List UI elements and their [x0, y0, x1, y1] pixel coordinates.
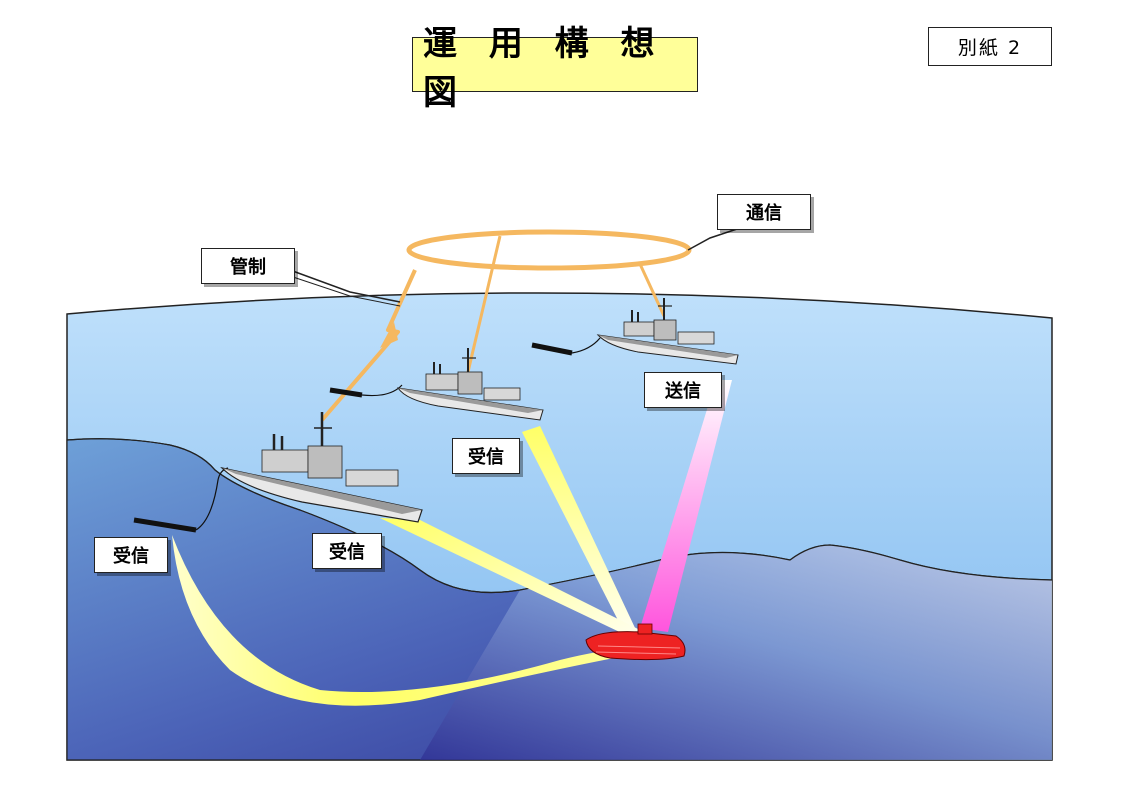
towed-array-mid — [329, 387, 363, 398]
label-control: 管制 — [201, 248, 295, 284]
comm-callout-leader — [687, 227, 741, 251]
comm-line-right — [638, 263, 666, 317]
towed-array-far — [531, 342, 573, 356]
seabed-ridge-line — [66, 438, 1053, 594]
control-link-arrow — [380, 322, 398, 348]
label-receive-near: 受信 — [312, 533, 382, 569]
tow-cable-mid — [361, 384, 403, 397]
label-receive-mid: 受信 — [452, 438, 520, 474]
receive-beam-near — [380, 518, 640, 636]
receive-beam-mid — [522, 426, 636, 632]
deep-sea-right-gradient — [420, 545, 1052, 760]
towed-array-near — [133, 517, 197, 533]
comm-line-left — [466, 235, 502, 373]
label-transmit: 送信 — [644, 372, 722, 408]
communication-ring — [406, 229, 692, 271]
appendix-label: 別紙 2 — [928, 27, 1052, 66]
ship-mid — [396, 348, 544, 421]
transmit-beam — [640, 380, 732, 632]
control-callout-leader-2 — [289, 275, 401, 307]
control-callout-leader — [289, 269, 401, 303]
submarine — [585, 623, 686, 661]
tow-cable-far — [571, 337, 601, 354]
label-communication: 通信 — [717, 194, 811, 230]
ship-near — [220, 412, 423, 523]
label-receive-far: 受信 — [94, 537, 168, 573]
ship-far — [596, 298, 739, 365]
